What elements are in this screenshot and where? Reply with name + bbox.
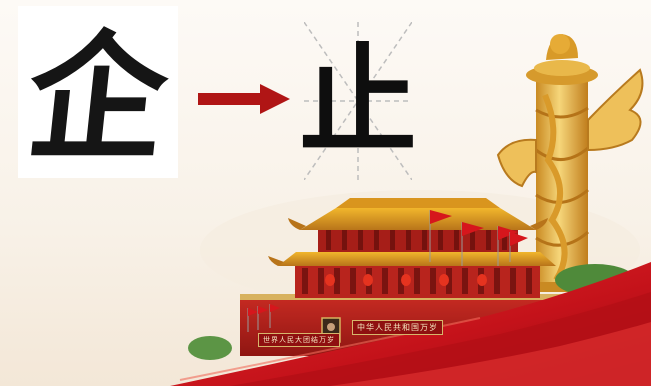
ancient-character: 企 <box>19 16 175 179</box>
ancient-character-card: 企 <box>18 6 178 179</box>
red-ribbon <box>170 262 651 386</box>
character-grid <box>304 22 412 180</box>
right-arrow-icon <box>198 84 290 114</box>
huabiao-pillar <box>496 34 644 292</box>
modern-character: 止 <box>299 31 418 170</box>
flags <box>247 210 528 332</box>
gate-plaque-left: 世界人民大团结万岁 <box>258 333 340 347</box>
gate-plaque-right: 中华人民共和国万岁 <box>352 320 443 335</box>
